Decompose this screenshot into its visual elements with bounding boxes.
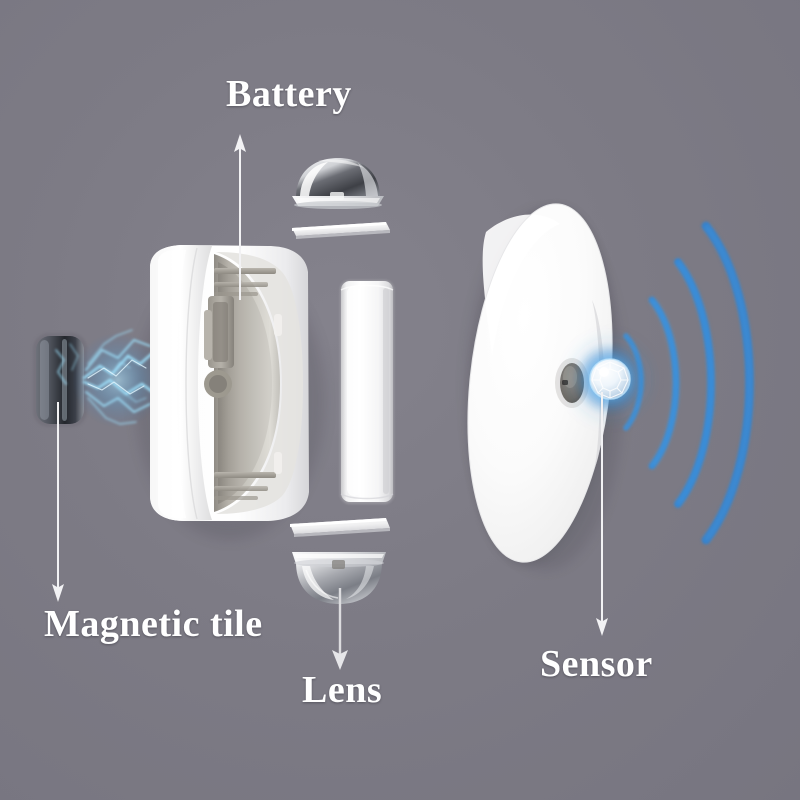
label-battery: Battery [226, 73, 352, 115]
pir-sensor-dome [565, 334, 655, 424]
magnetic-tile [33, 333, 87, 427]
battery-compartment-internals [204, 268, 282, 500]
lower-lens-assembly [290, 518, 390, 604]
lower-diffuser-plate [290, 518, 390, 537]
sensor-signal-waves [623, 221, 754, 545]
label-lens: Lens [302, 669, 383, 711]
label-magnetic-tile: Magnetic tile [44, 603, 263, 645]
arrow-lens [332, 588, 348, 670]
arrow-magnetic-tile [52, 402, 64, 602]
upper-lens-assembly [292, 158, 390, 239]
arrow-battery [234, 134, 246, 300]
arrow-sensor [596, 392, 608, 636]
upper-diffuser-plate [292, 222, 390, 239]
magnetic-field-arcs [55, 329, 164, 428]
label-sensor: Sensor [540, 643, 653, 685]
main-body-shell [150, 245, 309, 521]
battery-cylinder [340, 280, 394, 504]
